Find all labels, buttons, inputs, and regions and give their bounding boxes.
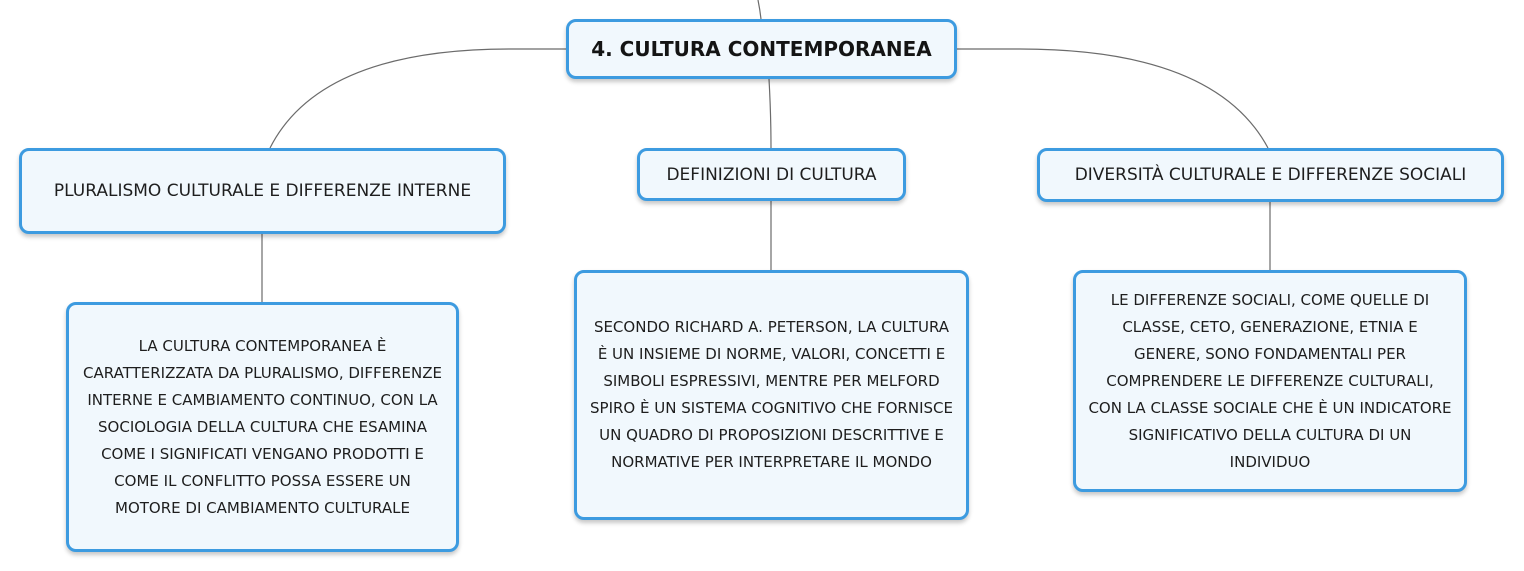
topic-label-pluralismo-culturale: PLURALISMO CULTURALE E DIFFERENZE INTERN… [53, 181, 472, 201]
root-topic-node[interactable]: 4. CULTURA CONTEMPORANEA [566, 19, 957, 79]
detail-text-diversita-culturale: LE DIFFERENZE SOCIALI, COME QUELLE DI CL… [1088, 290, 1452, 471]
connector-parent-to-root [757, 0, 762, 20]
topic-label-diversita-culturale: DIVERSITÀ CULTURALE E DIFFERENZE SOCIALI [1074, 165, 1467, 185]
connector-root-to-diversity [957, 48, 1269, 149]
detail-node-pluralismo-culturale[interactable]: LA CULTURA CONTEMPORANEA È CARATTERIZZAT… [66, 302, 459, 552]
detail-text-pluralismo-culturale: LA CULTURA CONTEMPORANEA È CARATTERIZZAT… [83, 336, 442, 517]
connector-root-to-pluralism [269, 48, 566, 149]
detail-text-definizioni-di-cultura: SECONDO RICHARD A. PETERSON, LA CULTURA … [590, 318, 953, 471]
topic-node-pluralismo-culturale[interactable]: PLURALISMO CULTURALE E DIFFERENZE INTERN… [19, 148, 506, 234]
detail-node-diversita-culturale[interactable]: LE DIFFERENZE SOCIALI, COME QUELLE DI CL… [1073, 270, 1467, 492]
topic-node-definizioni-di-cultura[interactable]: DEFINIZIONI DI CULTURA [637, 148, 906, 201]
detail-node-definizioni-di-cultura[interactable]: SECONDO RICHARD A. PETERSON, LA CULTURA … [574, 270, 969, 520]
topic-node-diversita-culturale[interactable]: DIVERSITÀ CULTURALE E DIFFERENZE SOCIALI [1037, 148, 1504, 202]
topic-label-definizioni-di-cultura: DEFINIZIONI DI CULTURA [666, 164, 877, 185]
root-topic-label: 4. CULTURA CONTEMPORANEA [591, 37, 932, 61]
connector-root-to-definitions [768, 78, 772, 149]
